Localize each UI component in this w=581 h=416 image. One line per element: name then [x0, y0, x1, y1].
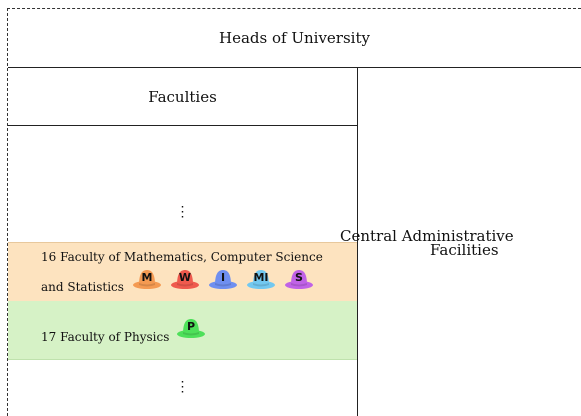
- department-hat-mi: MI: [246, 268, 276, 290]
- central-label-line2: Facilities: [430, 241, 499, 259]
- frame-left-border: [7, 8, 8, 416]
- faculty-16-box: 16 Faculty of Mathematics, Computer Scie…: [8, 242, 357, 302]
- faculties-header-box: Faculties: [8, 68, 357, 126]
- column-divider: [357, 67, 358, 416]
- faculty-16-label-line2: and Statistics: [41, 280, 124, 294]
- heads-of-university-box: Heads of University: [8, 9, 581, 68]
- department-hat-w: W: [170, 268, 200, 290]
- hat-letter: MI: [253, 271, 269, 284]
- frame-top-border: [7, 8, 581, 9]
- faculty-16-label-line1: 16 Faculty of Mathematics, Computer Scie…: [41, 250, 323, 264]
- central-label-line1: Central Administrative: [340, 227, 514, 245]
- faculty-17-label: 17 Faculty of Physics: [41, 330, 170, 344]
- department-hat-i: I: [208, 268, 238, 290]
- department-hat-p: P: [176, 317, 206, 339]
- heads-of-university-label: Heads of University: [219, 29, 370, 47]
- ellipsis-bottom: ⋮: [175, 379, 190, 395]
- hat-icon: [133, 270, 161, 289]
- central-administrative-facilities-label: Central Administrative Facilities: [340, 227, 530, 259]
- hat-letter: M: [141, 271, 153, 284]
- faculty-17-box: 17 Faculty of Physics P: [8, 301, 357, 360]
- hat-icon: [209, 270, 237, 289]
- ellipsis-top: ⋮: [175, 204, 190, 220]
- hat-icon: [247, 270, 275, 289]
- hat-letter: I: [220, 271, 226, 284]
- hat-icon: [177, 319, 205, 338]
- hat-letter: S: [295, 271, 303, 284]
- faculties-label: Faculties: [148, 87, 217, 106]
- hat-icon: [285, 270, 313, 289]
- hat-icon: [171, 270, 199, 289]
- department-hat-s: S: [284, 268, 314, 290]
- department-hat-m: M: [132, 268, 162, 290]
- hat-letter: P: [186, 320, 196, 333]
- hat-letter: W: [178, 271, 192, 284]
